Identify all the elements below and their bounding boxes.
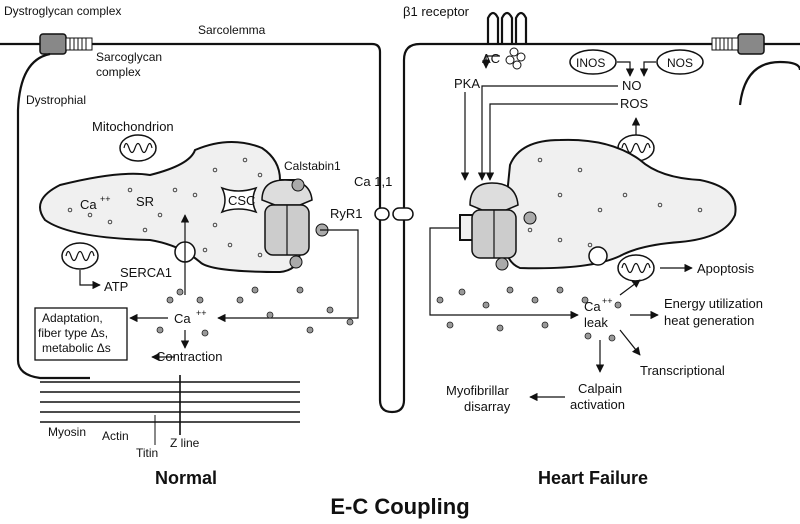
label-ca-cyto-charge: ++ [196, 308, 207, 318]
inos-oval [569, 49, 617, 75]
ryr1-channel-left [261, 178, 329, 269]
sr-right [459, 138, 737, 270]
csc-box [220, 186, 258, 214]
serca-right [588, 246, 608, 266]
label-beta-receptor: β1 receptor [403, 4, 470, 19]
label-calpain-2: activation [570, 397, 625, 412]
label-leak: leak [584, 315, 608, 330]
dystrophin-cable [16, 52, 90, 380]
label-myosin: Myosin [48, 425, 86, 439]
ac-cluster [505, 47, 526, 70]
mitochondrion-left-top [119, 134, 157, 162]
label-ca-sr: Ca [80, 197, 97, 212]
right-arrows [429, 55, 693, 402]
nos-oval [656, 49, 704, 75]
label-zline: Z line [170, 436, 200, 450]
label-energy-1: Energy utilization [664, 296, 763, 311]
diagram-title: E-C Coupling [330, 494, 469, 519]
cav-channel [374, 207, 414, 221]
beta1-receptor [486, 11, 528, 44]
label-ca-leak-charge: ++ [602, 296, 613, 306]
myofilaments [40, 375, 300, 445]
panel-label-normal: Normal [155, 468, 217, 488]
label-ca-sr-charge: ++ [100, 194, 111, 204]
label-ros: ROS [620, 96, 649, 111]
left-arrows [79, 214, 359, 362]
label-actin: Actin [102, 429, 129, 443]
label-calpain-1: Calpain [578, 381, 622, 396]
label-apoptosis: Apoptosis [697, 261, 755, 276]
label-sarcolemma: Sarcolemma [198, 23, 266, 37]
sr-ca-dots-right [527, 157, 703, 248]
adaptation-box [34, 307, 128, 361]
cyto-ca-dots-right [436, 286, 622, 342]
label-inos: INOS [576, 56, 605, 70]
label-myofib-2: disarray [464, 399, 511, 414]
label-dystroglycan: Dystroglycan complex [4, 4, 121, 18]
label-ca-cyto: Ca [174, 311, 191, 326]
label-adapt-3: metabolic Δs [42, 341, 111, 355]
label-atp: ATP [104, 279, 128, 294]
sarcolemma-membrane [0, 42, 800, 414]
panel-label-heart-failure: Heart Failure [538, 468, 648, 488]
label-ac: AC [482, 51, 500, 66]
label-adapt-1: Adaptation, [42, 311, 103, 325]
label-mitochondrion: Mitochondrion [92, 119, 174, 134]
mitochondrion-left-bottom [61, 242, 99, 270]
dystroglycan-complex-right [711, 33, 800, 106]
label-adapt-2: fiber type Δs, [38, 326, 108, 340]
label-titin: Titin [136, 446, 158, 460]
label-sr: SR [136, 194, 154, 209]
cyto-ca-dots-left [156, 286, 354, 337]
label-serca: SERCA1 [120, 265, 172, 280]
label-dystrophial: Dystrophial [26, 93, 86, 107]
label-ca-leak: Ca [584, 299, 601, 314]
label-sarcoglycan-2: complex [96, 65, 141, 79]
label-cav: Ca 1,1 [354, 174, 392, 189]
label-sarcoglycan-1: Sarcoglycan [96, 50, 162, 64]
label-csc: CSC [228, 193, 255, 208]
label-myofib-1: Myofibrillar [446, 383, 510, 398]
label-pka: PKA [454, 76, 480, 91]
label-contraction: Contraction [156, 349, 222, 364]
label-energy-2: heat generation [664, 313, 754, 328]
dystroglycan-complex-left [39, 33, 93, 55]
label-no: NO [622, 78, 642, 93]
label-calstabin: Calstabin1 [284, 159, 341, 173]
ryr1-channel-right [469, 182, 537, 271]
mitochondrion-right-bottom [617, 254, 655, 282]
label-ryr1: RyR1 [330, 206, 363, 221]
label-nos: NOS [667, 56, 693, 70]
label-transcriptional: Transcriptional [640, 363, 725, 378]
